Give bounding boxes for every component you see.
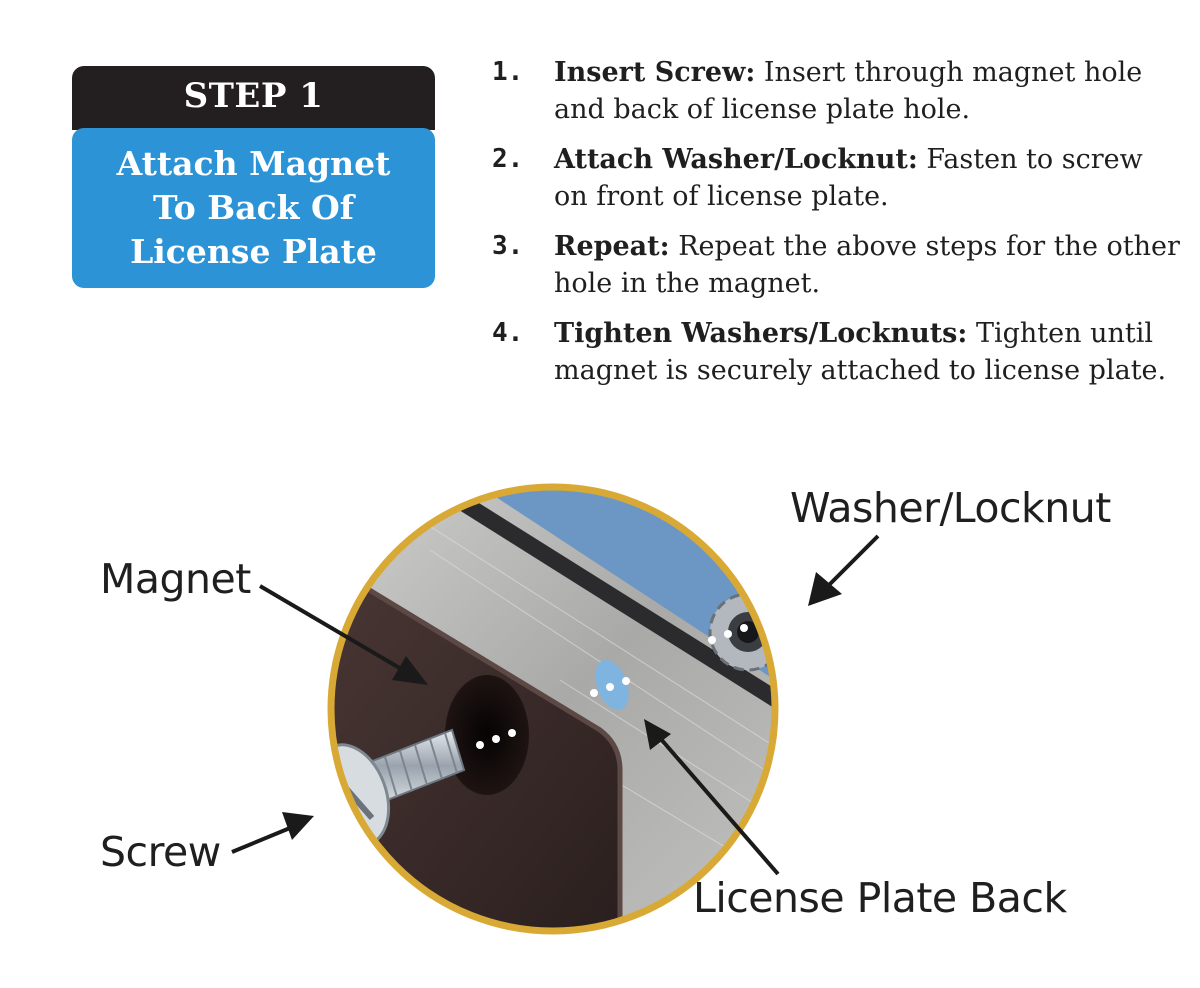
- instruction-item: 3. Repeat: Repeat the above steps for th…: [490, 228, 1180, 302]
- callout-arrows: [231, 534, 880, 876]
- instruction-text: Tighten until magnet is securely attache…: [554, 318, 1167, 386]
- step-title-line-1: Attach Magnet: [116, 144, 391, 183]
- alignment-dots: [476, 624, 748, 749]
- instruction-heading: Insert Screw:: [554, 57, 756, 88]
- plate-arrow: [658, 736, 780, 876]
- instruction-heading: Attach Washer/Locknut:: [554, 144, 918, 175]
- assembly-diagram: [231, 483, 880, 935]
- step-title-line-2: To Back Of: [153, 188, 354, 227]
- instruction-number: 2.: [492, 144, 524, 174]
- instruction-heading: Repeat:: [554, 231, 670, 262]
- instruction-number: 4.: [492, 318, 524, 348]
- instruction-number: 3.: [492, 231, 524, 261]
- instruction-text: Insert through magnet hole and back of l…: [554, 57, 1143, 125]
- instruction-list: 1. Insert Screw: Insert through magnet h…: [490, 54, 1180, 402]
- screw-label: Screw: [100, 828, 221, 876]
- instruction-item: 4. Tighten Washers/Locknuts: Tighten unt…: [490, 315, 1180, 389]
- detail-circle-border: [327, 483, 779, 935]
- washer-locknut-label: Washer/Locknut: [790, 484, 1111, 532]
- license-plate-back-label: License Plate Back: [693, 874, 1067, 922]
- instruction-number: 1.: [492, 57, 524, 87]
- detail-view: [331, 487, 775, 931]
- step-label: STEP 1: [72, 66, 435, 130]
- instruction-item: 2. Attach Washer/Locknut: Fasten to scre…: [490, 141, 1180, 215]
- washer-arrow: [824, 534, 880, 590]
- instruction-item: 1. Insert Screw: Insert through magnet h…: [490, 54, 1180, 128]
- step-title-line-3: License Plate: [130, 232, 377, 271]
- step-badge: STEP 1 Attach Magnet To Back Of License …: [72, 66, 435, 288]
- magnet-arrow: [258, 584, 405, 672]
- instruction-heading: Tighten Washers/Locknuts:: [554, 318, 968, 349]
- instruction-text: Fasten to screw on front of license plat…: [554, 144, 1143, 212]
- magnet-hole: [445, 675, 529, 795]
- screw-arrow: [231, 826, 291, 854]
- instruction-text: Repeat the above steps for the other hol…: [554, 231, 1180, 299]
- assembly-illustration: Magnet Washer/Locknut Screw License Plat…: [0, 460, 1200, 988]
- step-title: Attach Magnet To Back Of License Plate: [72, 128, 435, 288]
- magnet-label: Magnet: [100, 555, 251, 603]
